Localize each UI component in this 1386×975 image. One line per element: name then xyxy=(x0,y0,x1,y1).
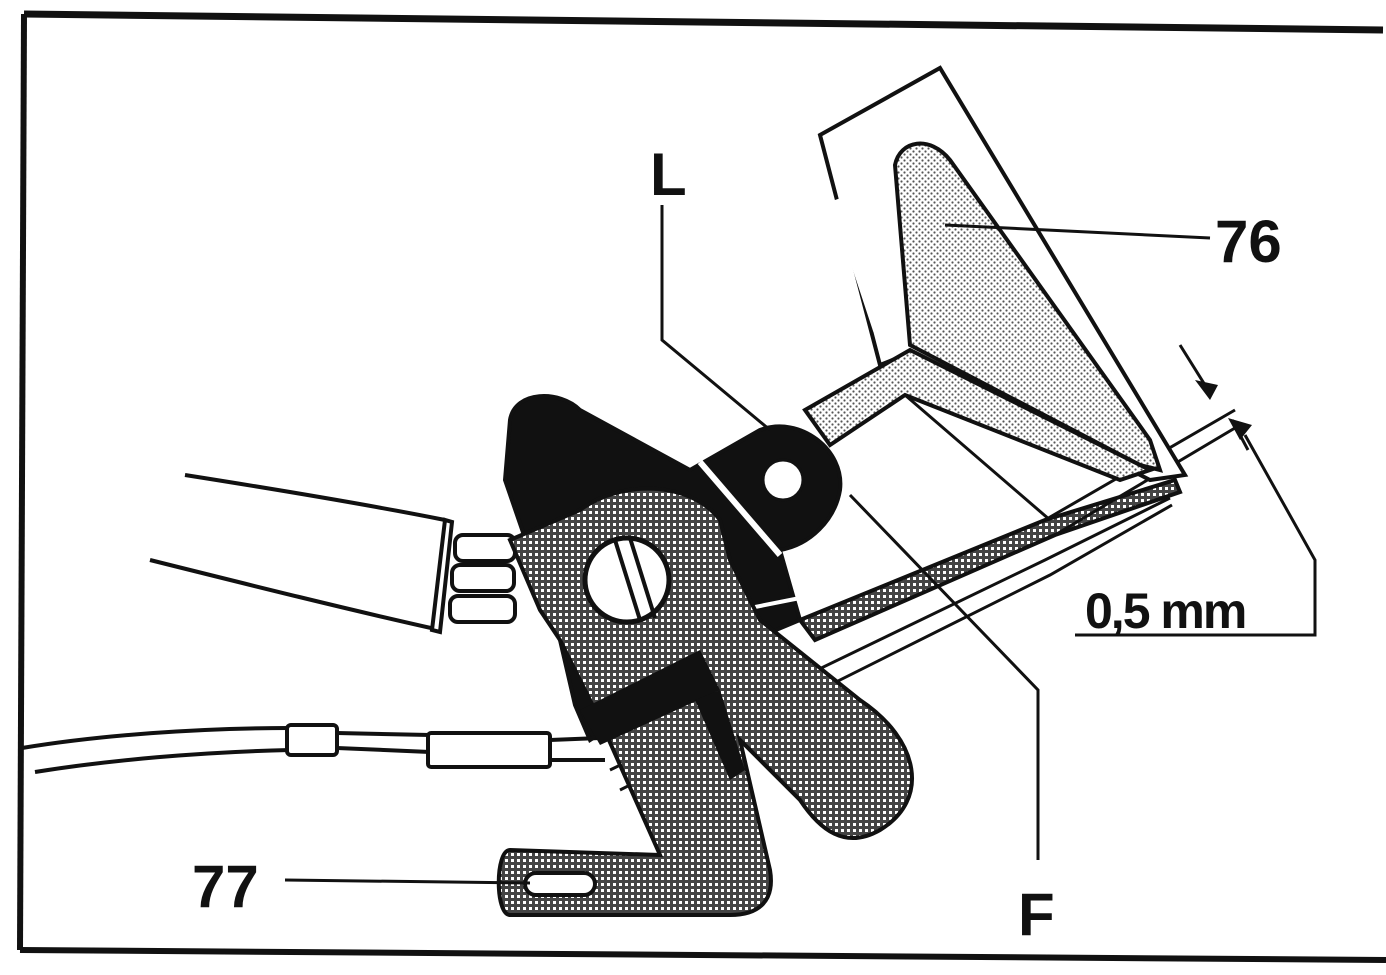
cable-bundle xyxy=(21,473,446,774)
dimension-line xyxy=(1075,434,1317,637)
label-gap-dimension: 0,5 mm xyxy=(1085,583,1245,639)
label-F: F xyxy=(1018,881,1055,948)
wire-sleeve-lower xyxy=(285,723,605,769)
label-L: L xyxy=(650,141,687,208)
wire-sleeve-upper xyxy=(429,517,517,635)
part-76-bracket xyxy=(802,65,1189,522)
leader-line-76 xyxy=(944,223,1211,240)
label-77: 77 xyxy=(192,853,259,920)
leader-lines xyxy=(284,205,1317,885)
leader-line-F xyxy=(848,493,1040,860)
label-76: 76 xyxy=(1215,208,1282,275)
dimension-arrows xyxy=(1178,344,1252,451)
frame-border xyxy=(17,10,1386,963)
leader-line-77 xyxy=(284,878,531,885)
leader-line-L xyxy=(660,205,771,432)
base-plate xyxy=(496,486,915,917)
